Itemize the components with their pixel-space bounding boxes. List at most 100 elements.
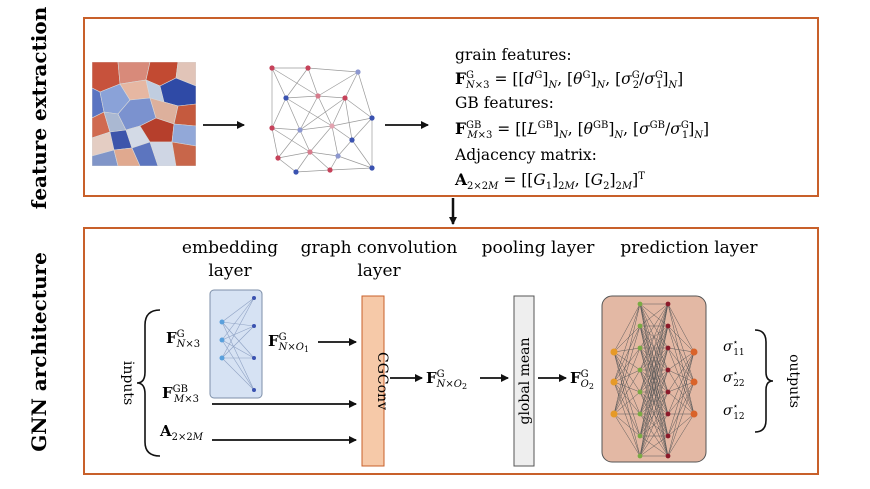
mlp-edge [613, 303, 641, 353]
mlp-edge [613, 381, 641, 457]
prediction-block [601, 295, 707, 463]
heading-embedding-1: embedding [182, 238, 278, 258]
mlp-edge [639, 303, 669, 327]
mlp-edge [613, 303, 641, 415]
mlp-node [665, 411, 671, 417]
mlp-edge [639, 369, 669, 457]
mlp-node [637, 367, 643, 373]
adjacency-equation: A2×2M = [[G1]2M, [G2]2M]T [454, 170, 645, 192]
mlp-edge [639, 303, 669, 457]
mlp-edge [667, 351, 695, 437]
mlp-edge [639, 303, 669, 349]
mlp-edge [667, 413, 695, 437]
mlp-edge [613, 369, 641, 415]
pooling-block: global mean [513, 295, 535, 467]
inputs-brace [136, 309, 161, 457]
mlp-edge [667, 347, 695, 383]
mlp-node [690, 410, 698, 418]
mlp-edge [667, 413, 695, 457]
mlp-edge [639, 391, 669, 457]
mlp-edge [639, 369, 669, 437]
microstructure-image [92, 62, 196, 166]
mlp-edge [667, 351, 695, 371]
mlp-edge [613, 325, 641, 415]
mlp-edge [667, 381, 695, 437]
mlp-edge [639, 391, 669, 437]
mlp-edge [667, 351, 695, 393]
mlp-node [610, 378, 618, 386]
mlp-edge [613, 381, 641, 393]
mlp-edge [613, 391, 641, 415]
heading-graph-conv-2: layer [357, 261, 401, 281]
mlp-node [665, 367, 671, 373]
mlp-node [637, 389, 643, 395]
mlp-node [665, 433, 671, 439]
mlp-node [637, 411, 643, 417]
mlp-node [637, 345, 643, 351]
gnn-architecture-label: GNN architecture [27, 252, 51, 452]
mlp-node [665, 345, 671, 351]
inputs-label: inputs [120, 361, 136, 405]
mlp-edge [613, 325, 641, 353]
gb-features-title: GB features: [455, 94, 554, 112]
mlp-node [637, 453, 643, 459]
feature-extraction-frame [83, 17, 819, 197]
heading-embedding-2: layer [208, 261, 252, 281]
mlp-edge [613, 381, 641, 437]
adjacency-title: Adjacency matrix: [454, 146, 597, 164]
mlp-node [610, 410, 618, 418]
outputs-brace [754, 329, 774, 433]
mlp-node [665, 301, 671, 307]
mlp-edge [667, 347, 695, 353]
mlp-edge [639, 303, 669, 415]
mlp-edge [639, 303, 669, 437]
mlp-edge [667, 381, 695, 415]
mlp-edge [613, 303, 641, 383]
mlp-edge [613, 351, 641, 415]
mlp-edge [667, 325, 695, 353]
mlp-edge [667, 303, 695, 415]
heading-prediction: prediction layer [620, 238, 758, 258]
mlp-edge [613, 351, 641, 393]
mlp-edge [613, 351, 641, 371]
gnn-architecture-frame [83, 227, 819, 475]
mlp-edge [667, 325, 695, 415]
mlp-node [637, 433, 643, 439]
global-mean-label: global mean [517, 337, 533, 424]
embedding-block [209, 289, 263, 399]
outputs-label: outputs [786, 354, 802, 408]
feature-extraction-label: feature extraction [27, 6, 51, 209]
mlp-edge [639, 303, 669, 393]
mlp-edge [613, 347, 641, 353]
mlp-edge [613, 413, 641, 457]
cgconv-block: CGConv [361, 295, 390, 467]
mlp-edge [613, 413, 641, 437]
mlp-edge [639, 435, 669, 457]
mlp-node [637, 301, 643, 307]
mlp-edge [667, 303, 695, 353]
mlp-edge [613, 369, 641, 383]
mlp-node [665, 453, 671, 459]
output-sigma-12: σ⋆12 [723, 402, 745, 422]
mlp-node [665, 323, 671, 329]
mlp-edge [639, 413, 669, 457]
mlp-edge [667, 369, 695, 383]
output-sigma-22: σ⋆22 [723, 369, 745, 389]
mlp-edge [613, 351, 641, 437]
mlp-node [690, 378, 698, 386]
mlp-edge [667, 325, 695, 383]
mlp-edge [667, 381, 695, 457]
mlp-node [665, 389, 671, 395]
output-sigma-11: σ⋆11 [723, 338, 745, 358]
mlp-edge [613, 325, 641, 383]
mlp-edge [639, 325, 669, 457]
mlp-edge [613, 347, 641, 383]
